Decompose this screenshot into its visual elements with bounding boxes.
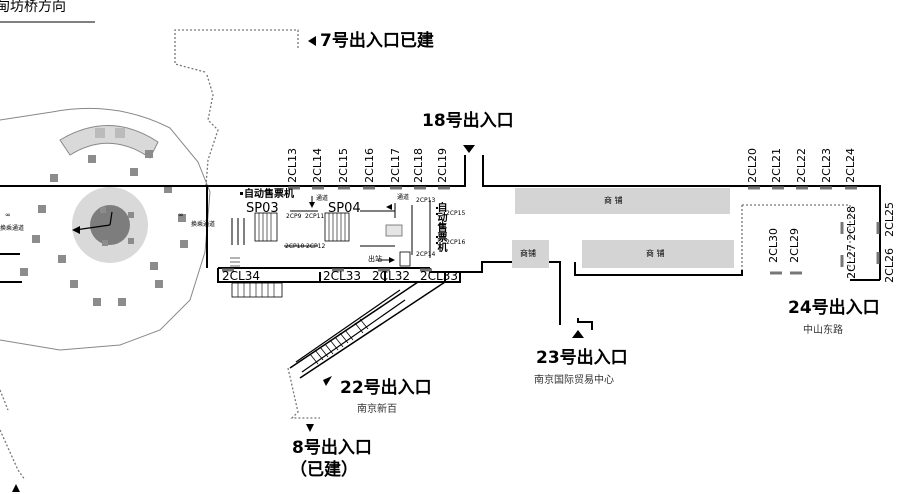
label-2cp15: 2CP15 <box>446 210 466 217</box>
label-2cp16: 2CP16 <box>446 239 466 246</box>
label-2cp14: 2CP14 <box>416 251 436 258</box>
shop-label-small: 商铺 <box>520 249 536 258</box>
ticket-machine-label: 自动售票机 <box>244 189 294 200</box>
hall-top-arc <box>59 125 159 159</box>
circular-hall <box>0 107 211 351</box>
code-2cl27: 2CL27 <box>845 244 858 279</box>
sp04-label: SP04 <box>328 201 361 216</box>
code-2cl18: 2CL18 <box>412 148 425 183</box>
exit-markers <box>12 36 584 492</box>
code-2cl22: 2CL22 <box>795 148 808 183</box>
exit-22-label: 22号出入口 <box>340 378 432 398</box>
code-2cl14: 2CL14 <box>311 148 324 183</box>
code-2cl33-b: 2CL33 <box>420 269 458 283</box>
code-2cl15: 2CL15 <box>337 148 350 183</box>
passage-label-b: 通道 <box>397 194 410 201</box>
info-box <box>385 224 403 237</box>
exit-24-label: 24号出入口 <box>788 298 880 318</box>
code-2cl21: 2CL21 <box>770 148 783 183</box>
code-2cl25: 2CL25 <box>883 202 896 237</box>
code-2cl23: 2CL23 <box>820 148 833 183</box>
direction-label: 甸坊桥方向 <box>0 0 66 15</box>
code-2cl24: 2CL24 <box>844 148 857 183</box>
label-2cp9: 2CP9 <box>286 213 302 220</box>
label-2cp13: 2CP13 <box>416 197 436 204</box>
code-2cl19: 2CL19 <box>436 148 449 183</box>
transfer-passage-left: 换乘通道 <box>0 225 25 232</box>
corridor-22 <box>289 281 446 379</box>
code-2cl26: 2CL26 <box>883 248 896 283</box>
code-2cl16: 2CL16 <box>363 148 376 183</box>
exit-gate-label: 出站 <box>368 255 382 263</box>
exit-8-note: （已建） <box>290 460 358 480</box>
exit-18-label: 18号出入口 <box>422 111 514 131</box>
dotted-outlines <box>0 29 851 481</box>
code-2cl30: 2CL30 <box>767 228 780 263</box>
sp03-label: SP03 <box>246 201 279 216</box>
hall-blocks <box>20 150 188 306</box>
exit-23-label: 23号出入口 <box>536 348 628 368</box>
code-2cl34: 2CL34 <box>222 269 260 283</box>
escalator-steps <box>230 213 346 297</box>
transfer-passage-right: 换乘通道 <box>191 221 216 228</box>
ticket-machines <box>240 192 438 244</box>
shop-blocks <box>512 188 734 268</box>
code-2cl28: 2CL28 <box>845 206 858 241</box>
gates <box>231 200 431 258</box>
exit-23-sub: 南京国际贸易中心 <box>534 375 614 386</box>
arc-tile <box>115 128 125 138</box>
code-2cl20: 2CL20 <box>746 148 759 183</box>
wall-dashes <box>222 186 880 275</box>
label-2cp11: 2CP11 <box>305 213 325 220</box>
code-2cl33-a: 2CL33 <box>323 269 361 283</box>
shop-label-mid: 商 铺 <box>646 249 665 258</box>
passage-label-a: 通道 <box>316 195 329 202</box>
ticket-machine-vertical: 自动售票机 <box>435 202 446 252</box>
exit-24-sub: 中山东路 <box>803 325 843 336</box>
label-2cp10: 2CP10 <box>285 243 305 250</box>
right-edge-mark: ∞ <box>178 211 184 219</box>
label-2cp12: 2CP12 <box>306 243 326 250</box>
shop-label-top: 商 铺 <box>604 196 623 205</box>
code-2cl17: 2CL17 <box>389 148 402 183</box>
arc-tile <box>95 128 105 138</box>
left-edge-mark: ∞ <box>5 211 11 219</box>
exit-22-sub: 南京新百 <box>357 404 397 415</box>
exit-8-label: 8号出入口 <box>292 438 372 458</box>
code-2cl13: 2CL13 <box>286 148 299 183</box>
code-2cl29: 2CL29 <box>788 228 801 263</box>
exit-7-label: 7号出入口已建 <box>320 31 434 51</box>
code-2cl32: 2CL32 <box>372 269 410 283</box>
